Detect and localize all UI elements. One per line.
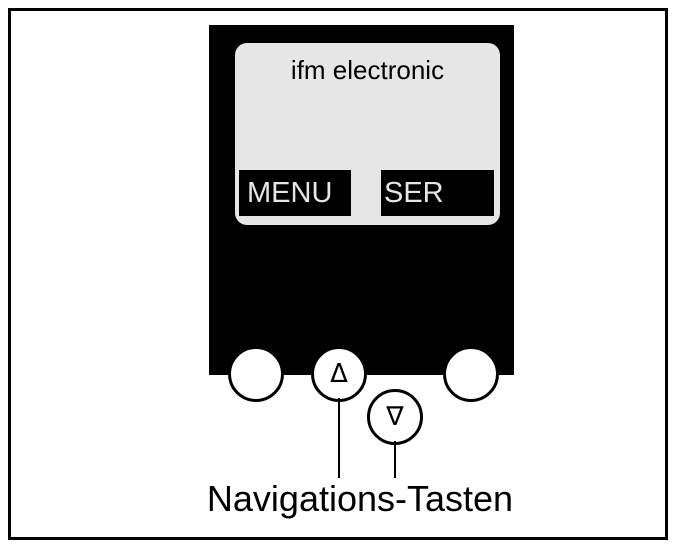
- left-softkey-button[interactable]: [228, 346, 284, 402]
- up-navigation-button[interactable]: Δ: [311, 346, 367, 402]
- down-arrow-icon: ∇: [386, 402, 404, 432]
- leader-line-down: [394, 441, 396, 478]
- softkey-menu-label: MENU: [239, 170, 351, 216]
- up-arrow-icon: Δ: [330, 359, 348, 389]
- display-brand-text: ifm electronic: [290, 55, 445, 85]
- navigation-keys-caption: Navigations-Tasten: [206, 478, 514, 519]
- right-softkey-button[interactable]: [443, 346, 499, 402]
- softkey-ser-label: SER: [381, 170, 494, 216]
- leader-line-up: [338, 398, 340, 478]
- down-navigation-button[interactable]: ∇: [367, 389, 423, 445]
